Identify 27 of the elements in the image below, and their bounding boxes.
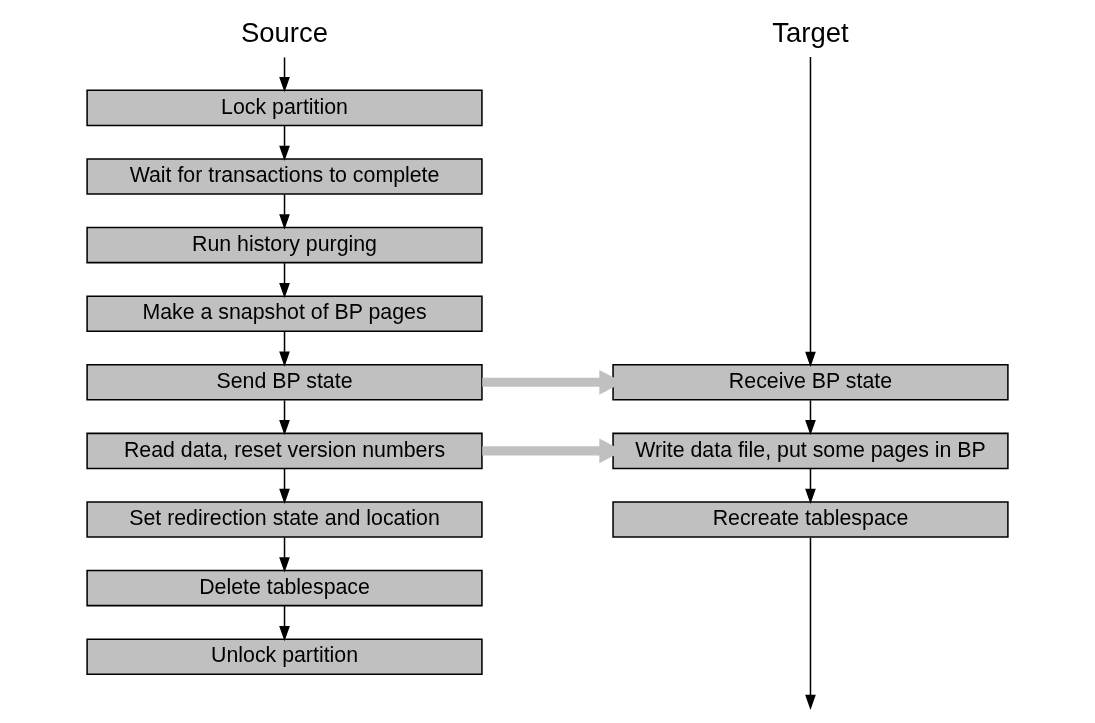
arrow: [279, 56, 290, 93]
arrow: [805, 536, 816, 710]
arrow: [279, 536, 290, 573]
arrow: [805, 399, 816, 436]
node-box: Write data file, put some pages in BP: [612, 432, 1009, 470]
arrow: [279, 125, 290, 161]
node-text: Target: [772, 17, 849, 49]
arrow: [279, 262, 290, 299]
arrow: [279, 605, 290, 642]
arrow: [805, 56, 816, 367]
arrow: [279, 193, 290, 230]
node-box: Send BP state: [86, 364, 483, 401]
node-box: Receive BP state: [612, 364, 1009, 401]
node-box: Delete tablespace: [86, 569, 483, 607]
node-box: Run history purging: [86, 226, 483, 264]
node-box: Recreate tablespace: [612, 501, 1009, 538]
arrow: [805, 468, 816, 504]
node-box: Unlock partition: [86, 638, 483, 675]
node-box: Set redirection state and location: [86, 501, 483, 538]
arrow: [279, 399, 290, 436]
node-text: Source: [241, 17, 328, 49]
arrow: [279, 331, 290, 367]
node-box: Wait for transactions to complete: [86, 158, 483, 195]
node-box: Lock partition: [86, 89, 483, 127]
node-box: Make a snapshot of BP pages: [86, 295, 483, 332]
node-box: Read data, reset version numbers: [86, 432, 483, 470]
arrow: [279, 468, 290, 504]
